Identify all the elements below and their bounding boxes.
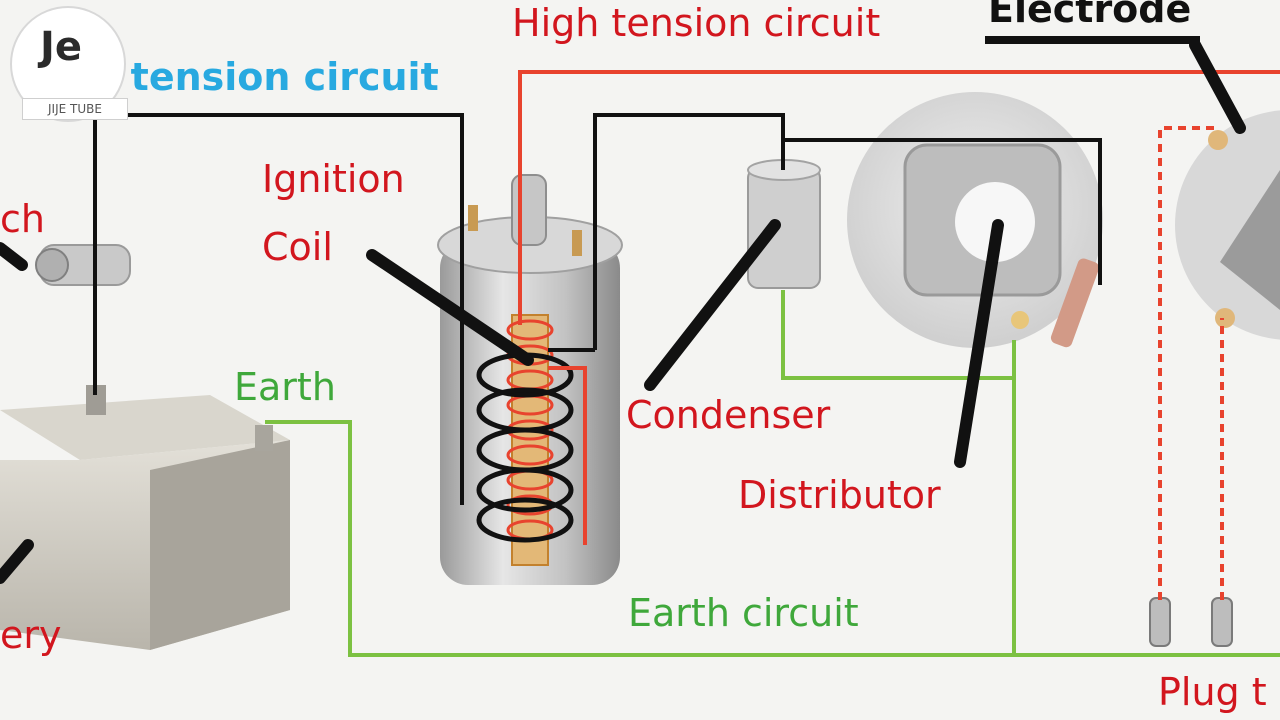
label-plug: Plug t (1158, 670, 1267, 714)
pointer-distributor (954, 219, 1004, 468)
label-condenser: Condenser (626, 393, 831, 437)
earth-wires (265, 290, 1280, 657)
coil-tower (511, 174, 547, 246)
pointer-battery (0, 539, 34, 584)
wire-coil-to-distributor (518, 70, 1280, 325)
label-distributor: Distributor (738, 473, 941, 517)
wire-coil-to-condenser (593, 113, 785, 350)
label-switch: ch (0, 197, 45, 241)
label-high-tension-circuit: High tension circuit (512, 1, 880, 45)
spark-plugs (1149, 597, 1233, 647)
primary-winding (476, 352, 574, 543)
battery (0, 385, 290, 650)
high-tension-wires (518, 70, 1280, 545)
breaker-point (1011, 311, 1029, 329)
plug-lead-1 (1158, 126, 1218, 600)
pointer-switch (0, 242, 28, 271)
battery-terminal-positive (86, 385, 106, 415)
channel-logo: Je JIJE TUBE (10, 6, 128, 122)
wire-earth-return (265, 420, 1280, 657)
pointer-lines (0, 39, 1246, 584)
logo-tag: JIJE TUBE (22, 98, 128, 120)
pointer-ignition-coil (366, 249, 534, 366)
ignition-coil (437, 174, 623, 585)
wire-condenser-to-breaker (783, 138, 1102, 285)
condenser (747, 159, 821, 289)
wire-coil-secondary (548, 366, 587, 545)
wire-condenser-earth (781, 290, 1014, 380)
label-electrode: Electrode (988, 0, 1191, 31)
spark-plug-housing (1175, 110, 1280, 340)
label-battery: ery (0, 613, 62, 657)
label-earth: Earth (234, 365, 336, 409)
spark-plug-2 (1211, 597, 1233, 647)
electrode-point (1208, 130, 1228, 150)
spark-plug-1 (1149, 597, 1171, 647)
coil-terminal-1 (468, 205, 478, 231)
plug-leads (1158, 126, 1224, 600)
pointer-electrode (1189, 39, 1246, 134)
plug-housing-wedge (1220, 170, 1280, 310)
label-earth-circuit: Earth circuit (628, 591, 859, 635)
contact-breaker (1050, 258, 1100, 348)
condenser-body (747, 167, 821, 289)
switch-key (35, 248, 69, 282)
pointer-condenser (644, 219, 781, 391)
label-coil: Coil (262, 225, 333, 269)
distributor (847, 92, 1103, 348)
logo-mark: Je (40, 24, 83, 70)
battery-side (150, 440, 290, 650)
battery-terminal-negative (255, 425, 273, 451)
coil-terminal-2 (572, 230, 582, 256)
label-ignition: Ignition (262, 157, 405, 201)
ignition-switch (35, 244, 131, 286)
battery-top (0, 395, 290, 460)
plug-terminal (1215, 308, 1235, 328)
